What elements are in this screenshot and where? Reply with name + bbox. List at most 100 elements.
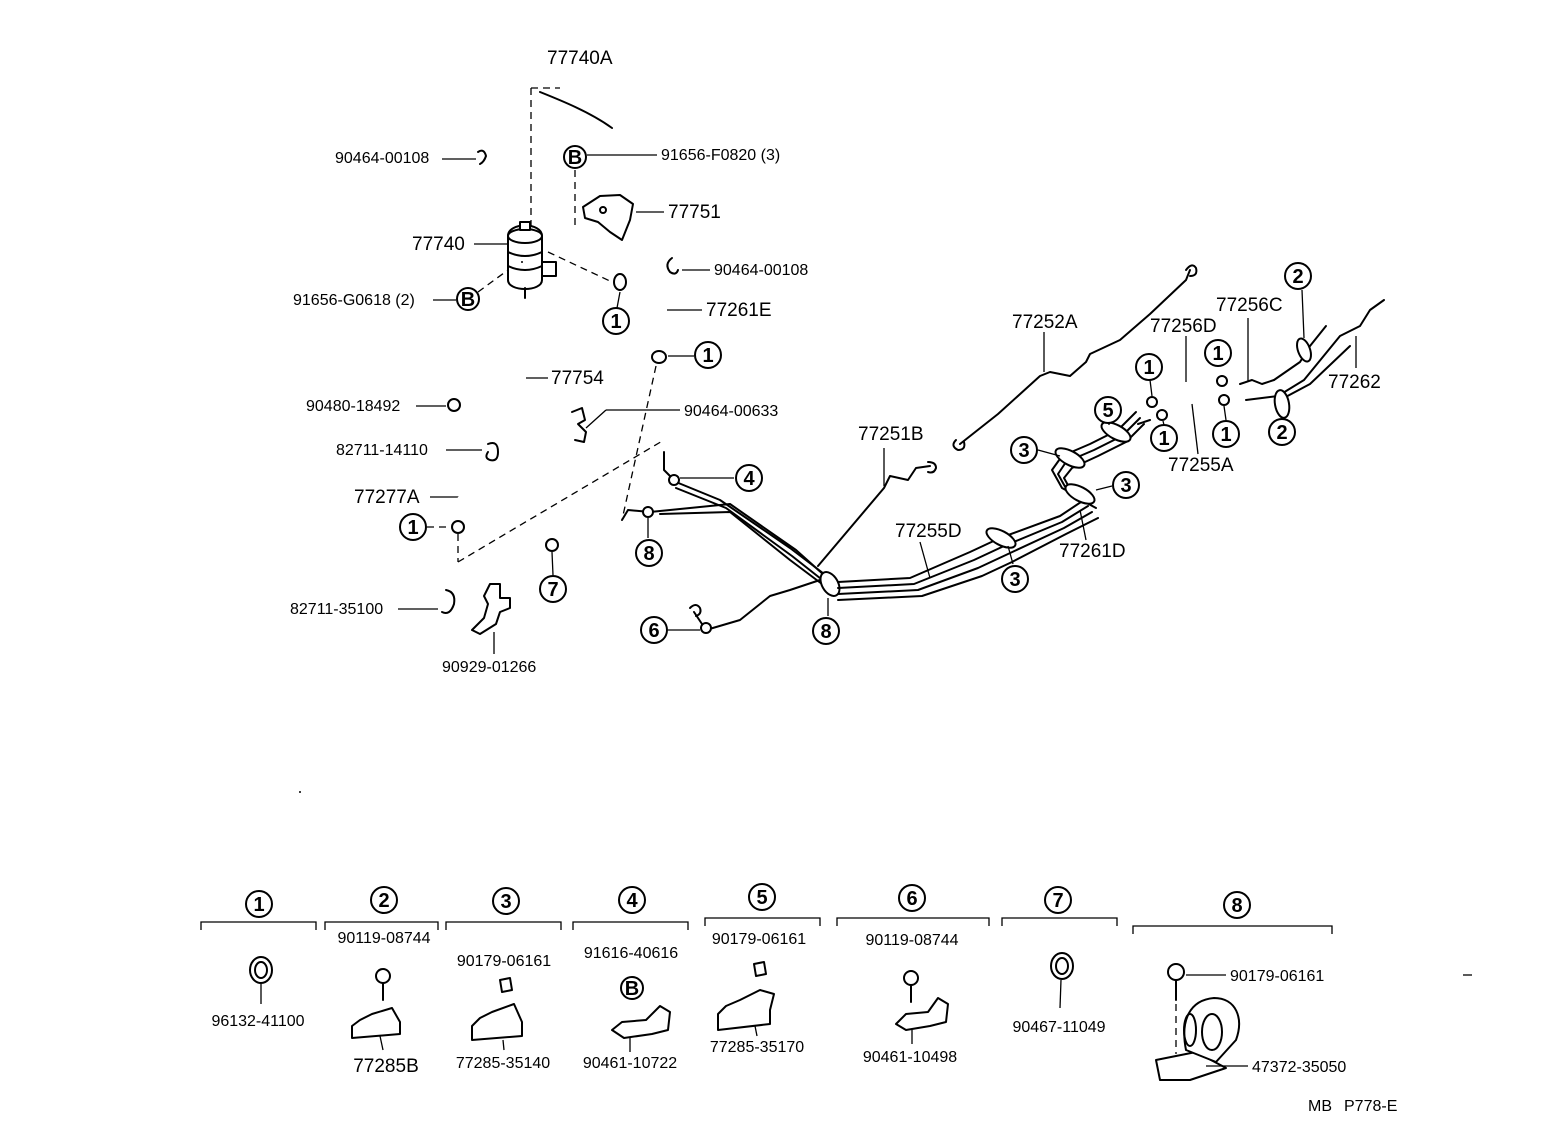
callout-3-key: 3 — [492, 887, 520, 915]
svg-text:1: 1 — [407, 517, 418, 539]
label-77277a: 77277A — [354, 487, 420, 508]
svg-text:1: 1 — [1143, 357, 1154, 379]
label-77740a: 77740A — [547, 48, 613, 69]
callout-b-key: B — [620, 976, 644, 1000]
callout-3-a: 3 — [1010, 436, 1038, 464]
callout-1-key: 1 — [245, 890, 273, 918]
key-4-part: 90461-10722 — [583, 1055, 677, 1072]
label-90480-18492: 90480-18492 — [306, 398, 400, 415]
callout-1-c: 1 — [399, 513, 427, 541]
label-77740: 77740 — [412, 234, 465, 255]
label-77255d: 77255D — [895, 521, 962, 542]
callout-8-b: 8 — [812, 617, 840, 645]
footer-code-right: P778-E — [1344, 1098, 1397, 1115]
callout-5-key: 5 — [748, 883, 776, 911]
label-90464-00108-upper: 90464-00108 — [335, 150, 429, 167]
svg-text:5: 5 — [1102, 400, 1113, 422]
callout-8-a: 8 — [635, 539, 663, 567]
key-6: 6 90119-08744 90461-10498 — [836, 884, 990, 1066]
callout-1-g: 1 — [1212, 420, 1240, 448]
key-3-top: 90179-06161 — [457, 953, 551, 970]
callout-5-a: 5 — [1094, 396, 1122, 424]
canister-77740 — [507, 221, 557, 299]
label-77252a: 77252A — [1012, 312, 1078, 333]
bracket-90929-01266 — [471, 583, 511, 635]
clip-90464-00633 — [571, 407, 587, 443]
callout-3-c: 3 — [1001, 565, 1029, 593]
key-8: 8 90179-06161 47372-35050 — [1132, 891, 1346, 1081]
key-4-top: 91616-40616 — [584, 945, 678, 962]
parts-key: 1 96132-41100 2 90119-08744 77285B — [200, 883, 1346, 1081]
key-2-top: 90119-08744 — [337, 930, 430, 947]
callout-1-e: 1 — [1150, 424, 1178, 452]
label-77754: 77754 — [551, 368, 604, 389]
clip-icon — [485, 442, 499, 462]
footer-code-left: MB — [1308, 1098, 1332, 1115]
key-3: 3 90179-06161 77285-35140 — [445, 887, 562, 1072]
svg-text:7: 7 — [547, 579, 558, 601]
hose-clamp-icon — [1050, 952, 1074, 980]
svg-text:3: 3 — [1120, 475, 1131, 497]
bolt-icon — [1167, 963, 1185, 1001]
bracket-77751 — [582, 194, 634, 241]
mount-47372-35050-icon — [1155, 997, 1240, 1081]
label-77262: 77262 — [1328, 372, 1381, 393]
key-6-part: 90461-10498 — [863, 1049, 957, 1066]
svg-text:B: B — [461, 289, 475, 311]
label-82711-35100: 82711-35100 — [290, 601, 383, 618]
svg-text:6: 6 — [648, 620, 659, 642]
label-77256c: 77256C — [1216, 295, 1283, 316]
key-8-top: 90179-06161 — [1230, 968, 1324, 985]
svg-text:1: 1 — [1158, 428, 1169, 450]
key-5: 5 90179-06161 77285-35170 — [704, 883, 821, 1056]
callout-4-a: 4 — [735, 464, 763, 492]
key-2-part: 77285B — [353, 1056, 419, 1077]
callout-4-key: 4 — [618, 886, 646, 914]
callout-3-b: 3 — [1112, 471, 1140, 499]
key-1-part: 96132-41100 — [211, 1013, 304, 1030]
callout-1-f: 1 — [1204, 339, 1232, 367]
label-77255a: 77255A — [1168, 455, 1234, 476]
callout-b-lower: B — [456, 287, 480, 311]
clamp-90461-10722-icon — [611, 1005, 671, 1039]
svg-text:1: 1 — [1220, 424, 1231, 446]
label-77256d: 77256D — [1150, 316, 1217, 337]
clamp-77285b-icon — [351, 1007, 401, 1039]
svg-text:7: 7 — [1052, 890, 1063, 912]
svg-text:1: 1 — [610, 311, 621, 333]
clamp-90461-10498-icon — [895, 997, 949, 1031]
svg-text:4: 4 — [626, 890, 638, 912]
key-4: 4 91616-40616 B 90461-10722 — [572, 886, 689, 1072]
nut-icon — [753, 961, 767, 977]
label-77261e: 77261E — [706, 300, 772, 321]
label-77261d: 77261D — [1059, 541, 1126, 562]
svg-text:B: B — [625, 978, 639, 1000]
key-7: 7 90467-11049 — [1001, 886, 1118, 1036]
key-8-part: 47372-35050 — [1252, 1059, 1346, 1076]
svg-text:8: 8 — [820, 621, 831, 643]
key-1: 1 96132-41100 — [200, 890, 317, 1030]
svg-text:B: B — [568, 147, 582, 169]
key-6-top: 90119-08744 — [865, 932, 958, 949]
label-90464-00108-lower: 90464-00108 — [714, 262, 808, 279]
label-91656-g0618: 91656-G0618 (2) — [293, 292, 415, 309]
bolt-icon — [903, 970, 919, 1003]
hose-clamp-icon — [249, 956, 273, 984]
key-3-part: 77285-35140 — [456, 1055, 550, 1072]
clip-icon — [441, 589, 456, 614]
svg-text:2: 2 — [378, 890, 389, 912]
bolt-icon — [375, 968, 391, 1001]
clamp-77285-35140-icon — [471, 1003, 523, 1041]
key-2: 2 90119-08744 77285B — [324, 886, 439, 1077]
callout-7-a: 7 — [539, 575, 567, 603]
clamp-77285-35170-icon — [717, 989, 775, 1031]
svg-text:8: 8 — [1231, 895, 1242, 917]
svg-text:3: 3 — [500, 891, 511, 913]
key-5-top: 90179-06161 — [712, 931, 806, 948]
clip-icon — [666, 257, 679, 275]
label-82711-14110: 82711-14110 — [336, 442, 428, 459]
svg-text:3: 3 — [1018, 440, 1029, 462]
callout-2-a: 2 — [1284, 262, 1312, 290]
label-91656-f0820: 91656-F0820 (3) — [661, 147, 780, 164]
